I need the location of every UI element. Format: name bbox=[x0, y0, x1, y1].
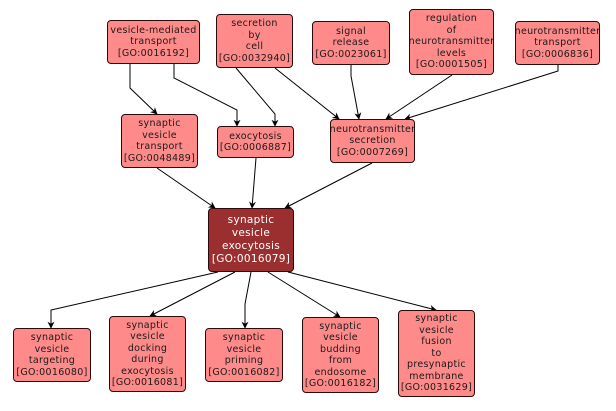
edge-GO0048489-to-GO0016079 bbox=[156, 167, 216, 209]
go-term-label-line: levels bbox=[436, 47, 467, 59]
go-term-label-line: cell bbox=[245, 41, 264, 52]
go-term-id: [GO:0016079] bbox=[211, 253, 291, 265]
edge-GO0016079-to-GO0016082 bbox=[241, 271, 252, 329]
go-term-label-line: synaptic bbox=[138, 118, 181, 129]
go-term-label-line: budding bbox=[320, 343, 361, 355]
edge-GO0032940-to-GO0007269 bbox=[274, 67, 340, 120]
go-term-label-line: transport bbox=[534, 37, 581, 49]
go-term-label-line: regulation bbox=[425, 13, 478, 25]
go-term-label-line: targeting bbox=[28, 355, 76, 366]
go-term-id: [GO:0031629] bbox=[400, 382, 473, 394]
go-term-label-line: membrane bbox=[409, 370, 464, 382]
go-term-label-line: of bbox=[446, 24, 457, 36]
go-term-label-line: vesicle bbox=[130, 331, 165, 342]
edge-GO0006887-to-GO0016079 bbox=[249, 157, 257, 209]
go-term-label-line: during bbox=[131, 354, 164, 365]
go-term-label-line: endosome bbox=[314, 366, 367, 378]
go-term-id: [GO:0001505] bbox=[415, 59, 488, 71]
go-term-label-line: release bbox=[332, 37, 370, 49]
go-term-label-line: priming bbox=[224, 355, 264, 366]
go-term-id: [GO:0048489] bbox=[123, 152, 196, 164]
go-term-label-line: secretion bbox=[231, 18, 278, 29]
go-term-id: [GO:0006887] bbox=[219, 142, 292, 153]
go-term-label-line: vesicle bbox=[231, 227, 271, 239]
go-term-label-line: transport bbox=[130, 36, 177, 48]
go-term-id: [GO:0032940] bbox=[218, 52, 291, 64]
go-term-id: [GO:0006836] bbox=[521, 48, 594, 60]
edge-GO0032940-to-GO0006887 bbox=[235, 67, 279, 127]
go-term-label-line: neurotransmitter bbox=[329, 123, 416, 135]
go-term-label-line: from bbox=[328, 355, 353, 366]
edge-GO0016079-to-GO0016080 bbox=[47, 271, 219, 329]
go-term-label-line: synaptic bbox=[30, 332, 74, 343]
go-term-id: [GO:0016192] bbox=[117, 47, 190, 59]
edge-GO0016079-to-GO0016081 bbox=[149, 271, 236, 317]
edge-GO0016192-to-GO0006887 bbox=[173, 64, 241, 127]
go-term-label-line: presynaptic bbox=[407, 359, 466, 371]
go-term-label-line: synaptic bbox=[126, 319, 169, 331]
edge-GO0007269-to-GO0016079 bbox=[284, 162, 373, 209]
edge-GO0001505-to-GO0007269 bbox=[385, 74, 453, 120]
go-term-label-line: docking bbox=[127, 342, 168, 354]
go-term-label-line: vesicle bbox=[226, 343, 262, 355]
go-term-label-line: vesicle bbox=[323, 332, 358, 343]
go-term-label-line: synaptic bbox=[222, 332, 266, 343]
go-term-id: [GO:0016081] bbox=[111, 377, 184, 388]
go-term-label-line: synaptic bbox=[415, 313, 458, 325]
go-term-label-line: neurotransmitter bbox=[408, 36, 495, 48]
go-term-label-line: synaptic bbox=[319, 320, 362, 332]
go-term-label-line: exocytosis bbox=[222, 240, 280, 252]
edge-GO0016079-to-GO0016182 bbox=[267, 271, 341, 318]
go-term-label-line: vesicle bbox=[142, 129, 177, 141]
go-term-label-line: synaptic bbox=[227, 214, 275, 226]
go-term-label-line: to bbox=[431, 347, 442, 359]
go-term-label-line: secretion bbox=[349, 135, 396, 147]
go-term-label-line: fusion bbox=[421, 336, 452, 348]
edge-GO0016079-to-GO0031629 bbox=[287, 271, 437, 312]
go-term-node-go0006887[interactable]: exocytosis[GO:0006887] bbox=[217, 126, 294, 158]
go-term-id: [GO:0007269] bbox=[336, 146, 409, 158]
go-term-label-line: signal bbox=[336, 25, 366, 37]
go-term-label-line: exocytosis bbox=[121, 365, 174, 377]
go-term-id: [GO:0016082] bbox=[208, 366, 280, 378]
go-term-label-line: neurotransmitter bbox=[514, 25, 601, 37]
go-term-label-line: transport bbox=[136, 141, 183, 152]
go-term-id: [GO:0023061] bbox=[315, 48, 387, 60]
go-term-id: [GO:0016080] bbox=[16, 366, 88, 378]
go-term-label-line: by bbox=[248, 29, 261, 41]
edge-GO0023061-to-GO0007269 bbox=[350, 65, 362, 120]
go-term-label-line: vesicle-mediated bbox=[110, 24, 197, 36]
go-term-label-line: vesicle bbox=[34, 343, 70, 355]
go-term-label-line: exocytosis bbox=[229, 130, 282, 142]
edge-GO0006836-to-GO0007269 bbox=[404, 65, 559, 121]
go-term-id: [GO:0016182] bbox=[304, 378, 377, 389]
edge-GO0016192-to-GO0048489 bbox=[129, 64, 158, 115]
go-term-label-line: vesicle bbox=[419, 324, 454, 336]
